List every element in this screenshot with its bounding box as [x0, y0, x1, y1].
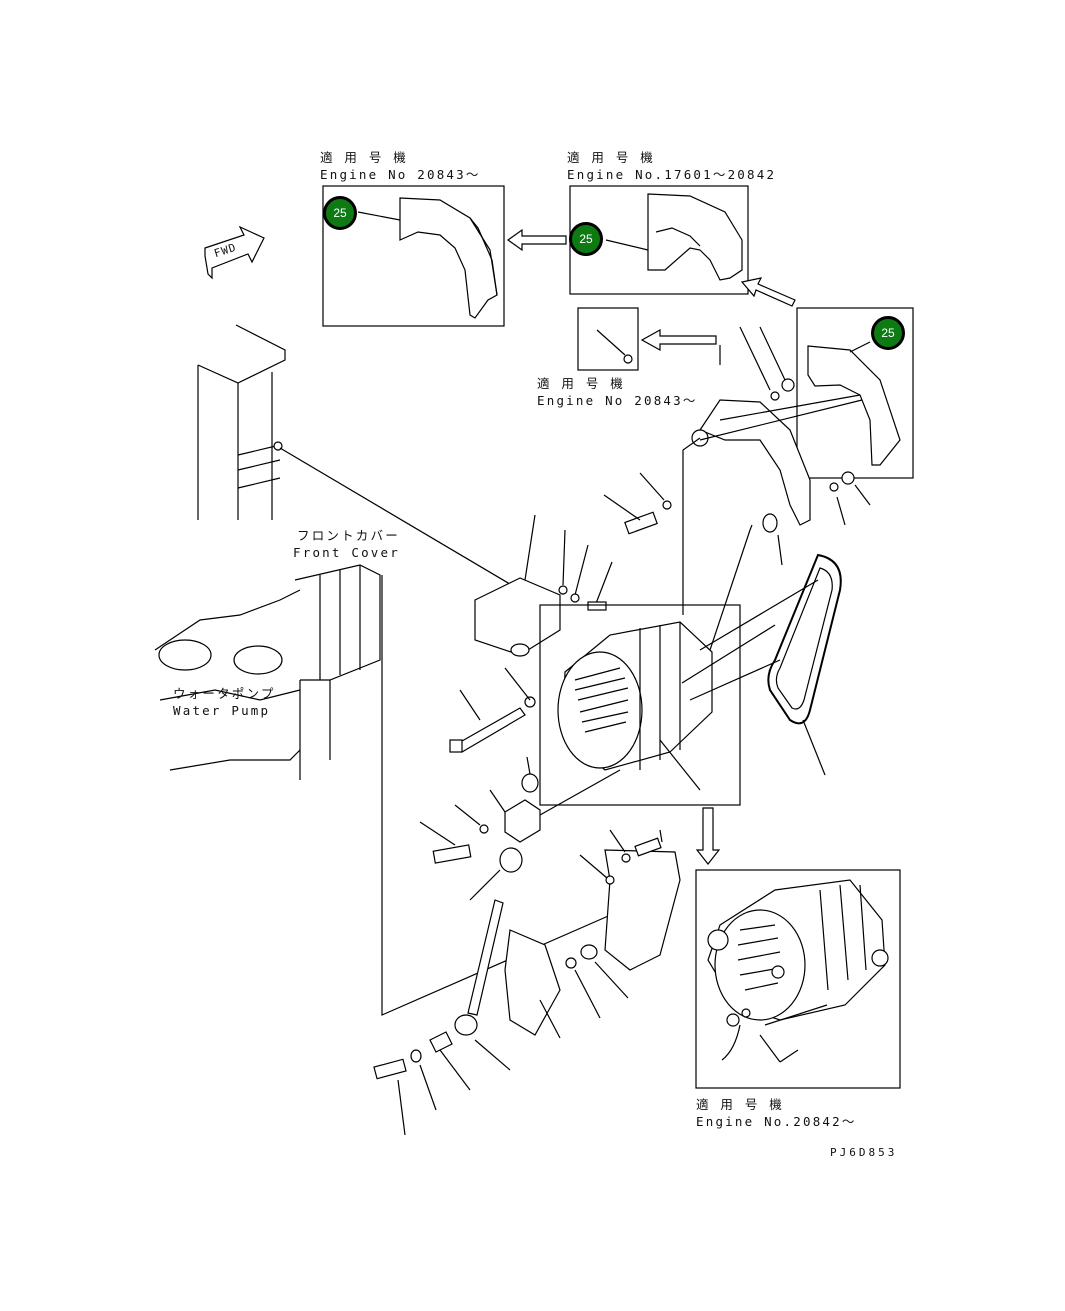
label-top-left-ja: 適 用 号 機	[320, 150, 408, 165]
arrow-to-top-left	[506, 228, 567, 252]
label-water-pump-ja: ウォータポンプ	[173, 686, 276, 701]
part-callout-25-right[interactable]: 25	[871, 316, 905, 350]
adjust-rod	[454, 847, 523, 1071]
arrow-down	[695, 807, 721, 865]
arrow-to-top-mid	[740, 277, 796, 307]
label-mid-ja: 適 用 号 機	[537, 376, 625, 391]
bracket-drawing-top-left	[357, 197, 498, 319]
inset-box-bottom-right	[695, 869, 901, 1089]
v-belt	[699, 553, 842, 776]
tension-bracket	[474, 514, 613, 657]
adjust-block	[419, 756, 621, 864]
drawing-code: PJ6D853	[830, 1146, 898, 1159]
leader-line-cover-to-bracket	[279, 447, 521, 591]
label-mid-en: Engine No 20843〜	[537, 393, 698, 408]
alternator-variant	[707, 879, 889, 1063]
label-top-left-en: Engine No 20843〜	[320, 167, 481, 182]
label-front-cover-ja: フロントカバー	[297, 528, 400, 543]
part-callout-25-top-mid[interactable]: 25	[569, 222, 603, 256]
inset-box-right	[796, 307, 914, 479]
label-top-mid-en: Engine No.17601〜20842	[567, 167, 777, 182]
label-front-cover-en: Front Cover	[293, 545, 400, 560]
alternator-mount-plate	[691, 394, 863, 526]
water-pump-housing	[154, 564, 381, 780]
arrow-to-mid-small	[640, 328, 717, 352]
washer-detail	[596, 329, 633, 364]
long-bolt	[449, 667, 531, 753]
label-top-mid-ja: 適 用 号 機	[567, 150, 655, 165]
fwd-arrow	[204, 225, 265, 280]
part-callout-25-top-left[interactable]: 25	[323, 196, 357, 230]
inset-box-top-left	[322, 185, 505, 327]
bottom-bolt-set	[373, 1031, 471, 1136]
bracket-drawing-right	[807, 341, 901, 466]
bracket-drawing-top-mid	[605, 193, 743, 281]
label-water-pump-en: Water Pump	[173, 703, 271, 718]
bolt-group-upper	[603, 326, 871, 566]
lower-bracket	[504, 829, 681, 1039]
label-bottom-right-en: Engine No.20842〜	[696, 1114, 857, 1129]
label-bottom-right-ja: 適 用 号 機	[696, 1097, 784, 1112]
engine-block-outline	[197, 324, 286, 520]
alternator-main	[524, 437, 781, 806]
inset-box-mid-small	[577, 307, 639, 371]
